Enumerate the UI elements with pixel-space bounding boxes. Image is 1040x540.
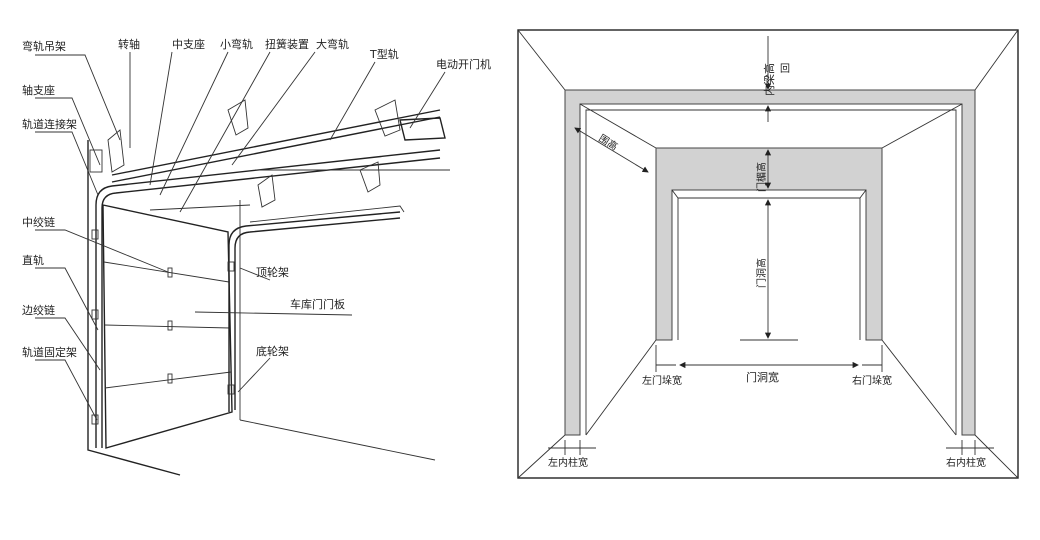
inner-perspective — [579, 103, 963, 149]
label-side-hinge: 边绞链 — [22, 303, 55, 317]
perspective-lines — [517, 29, 1019, 479]
label-left-jamb: 左门垛宽 — [642, 374, 682, 387]
label-shaft-bracket: 轴支座 — [22, 83, 55, 97]
opening-frame — [677, 197, 861, 340]
track-bracket — [91, 309, 99, 320]
left-track-inner — [101, 157, 441, 448]
torsion-bar — [149, 204, 251, 211]
hanger-bracket-3 — [257, 174, 276, 208]
top-shaft-lower — [111, 116, 441, 183]
rail-hanger-bracket — [107, 129, 125, 173]
label-right-pillar: 右内柱宽 — [946, 456, 986, 469]
label-bottom-roller: 底轮架 — [256, 344, 289, 358]
top-roller-bracket — [227, 261, 235, 272]
label-top-roller: 顶轮架 — [256, 265, 289, 279]
label-right-jamb: 右门垛宽 — [852, 374, 892, 387]
left-wall-line — [87, 140, 181, 476]
label-torsion-spring: 扭簧装置 — [265, 37, 309, 51]
hanger-bracket-2 — [227, 99, 249, 136]
label-rotating-shaft: 转轴 — [118, 37, 140, 51]
label-large-curved-rail: 大弯轨 — [316, 37, 349, 51]
label-inner-beam-height: 内梁高 — [762, 63, 776, 96]
label-straight-rail: 直轨 — [22, 253, 44, 267]
right-horizontal-rail — [249, 205, 405, 223]
garage-door-structure-diagram: 弯轨吊架 转轴 中支座 小弯轨 扭簧装置 大弯轨 T型轨 电动开门机 轴支座 轨… — [22, 37, 491, 476]
hanger-bracket-5 — [374, 99, 401, 137]
electric-opener-body — [399, 117, 446, 141]
label-small-curved-rail: 小弯轨 — [220, 37, 253, 51]
label-beam-mark: 回 — [780, 63, 790, 75]
hinge-mark — [167, 320, 173, 331]
track-bracket — [91, 229, 99, 240]
label-headroom: 围高 — [596, 132, 620, 154]
label-track-fixing: 轨道固定架 — [22, 345, 77, 359]
label-garage-panel: 车库门门板 — [290, 297, 345, 311]
label-electric-opener: 电动开门机 — [436, 57, 491, 71]
label-middle-hinge: 中绞链 — [22, 215, 55, 229]
garage-door-panel — [102, 204, 233, 449]
right-track-inner — [234, 217, 401, 410]
floor-perspective — [585, 339, 957, 436]
label-track-connector: 轨道连接架 — [22, 117, 77, 131]
left-track — [95, 149, 441, 448]
label-lintel-height: 门楣高 — [755, 162, 768, 192]
hinge-mark — [167, 267, 173, 278]
label-left-pillar: 左内柱宽 — [548, 456, 588, 469]
label-opening-width: 门洞宽 — [746, 370, 779, 384]
label-middle-bracket: 中支座 — [172, 37, 205, 51]
track-bracket — [91, 414, 99, 425]
bottom-roller-bracket — [227, 384, 235, 395]
room-frame — [517, 29, 1019, 479]
right-track — [228, 211, 401, 412]
garage-opening-dimension-diagram: 内梁高 回 围高 门楣高 门洞高 门洞宽 左门垛宽 右门垛宽 左内柱宽 右内柱宽 — [517, 29, 1019, 479]
opening-corners — [671, 189, 867, 199]
top-shaft — [111, 109, 441, 176]
floor-line — [239, 419, 436, 461]
lintel-and-jambs — [655, 147, 883, 341]
label-t-rail: T型轨 — [369, 47, 399, 61]
hanger-bracket-4 — [359, 161, 381, 193]
hinge-mark — [167, 373, 173, 384]
label-opening-height: 门洞高 — [755, 258, 768, 288]
label-rail-hanger: 弯轨吊架 — [22, 39, 66, 53]
shaft-support — [89, 149, 103, 173]
